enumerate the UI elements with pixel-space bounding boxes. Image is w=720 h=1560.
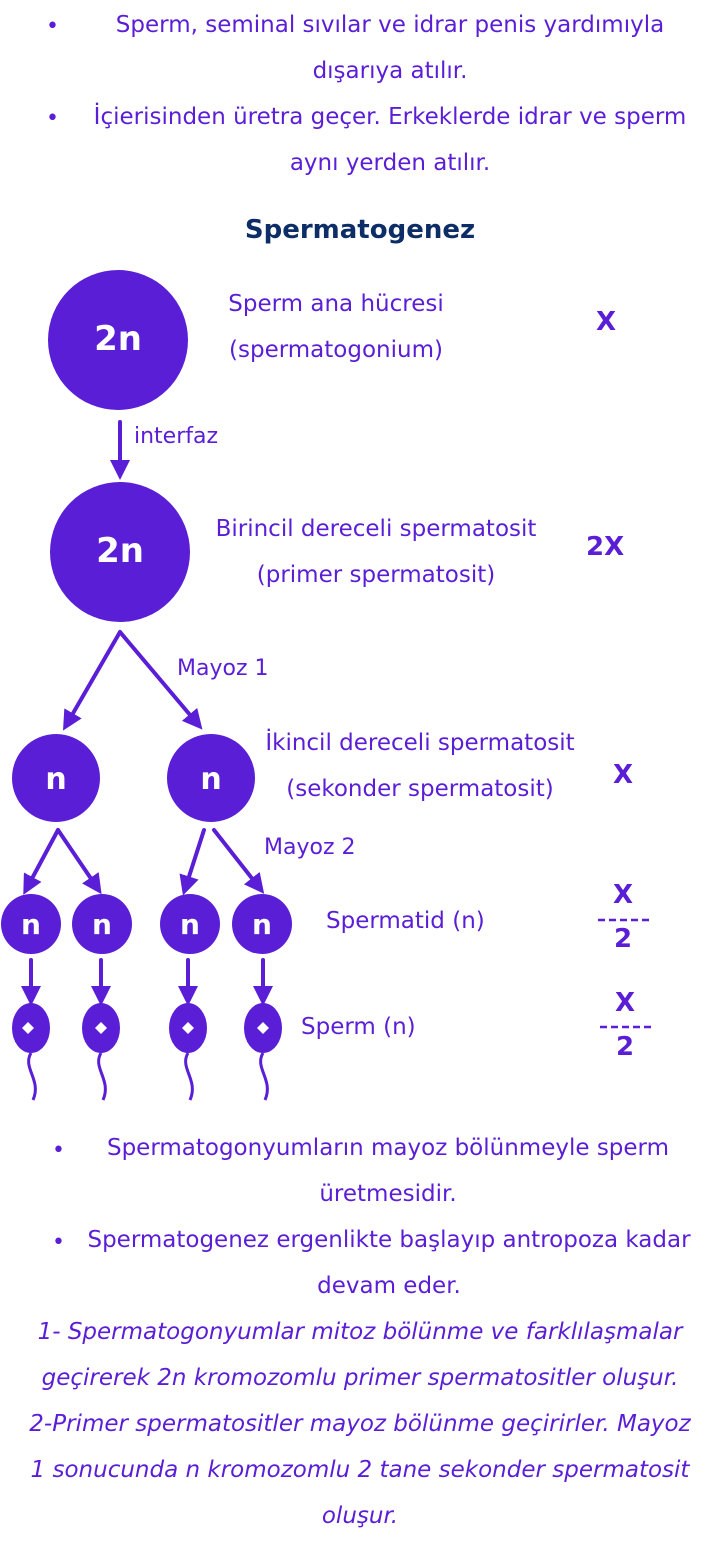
bullet-text-2: İçierisinden üretra geçer. Erkeklerde id… <box>70 94 710 186</box>
stage-alt-name: (spermatogonium) <box>229 337 443 363</box>
meiosis2-label: Mayoz 2 <box>264 835 356 860</box>
meiosis2-arrow <box>56 828 102 895</box>
stage-label-spermatid: Spermatid (n) <box>326 908 485 934</box>
sperm-cell <box>244 1003 282 1101</box>
ploidy-label: n <box>92 908 112 941</box>
stage-label-sperm: Sperm (n) <box>301 1014 416 1040</box>
meiosis2-arrow <box>23 828 60 895</box>
bullet-3-line1: Spermatogonyumların mayoz bölünmeyle spe… <box>106 1135 670 1161</box>
spermatogonium-cell <box>48 270 188 410</box>
dna-fraction-denominator: 2 <box>614 924 633 954</box>
dna-fraction-denominator: 2 <box>616 1032 635 1062</box>
meiosis2-arrow <box>212 828 265 894</box>
ploidy-label: n <box>21 908 41 941</box>
bullet-1-line2: dışarıya atılır. <box>312 58 468 84</box>
meiosis1-label: Mayoz 1 <box>177 656 269 681</box>
stage-label-spermatogonium: Sperm ana hücresi (spermatogonium) <box>200 281 472 373</box>
note-line: 1- Spermatogonyumlar mitoz bölünme ve fa… <box>37 1319 683 1345</box>
bullet-dot: • <box>52 1138 65 1163</box>
sperm-cell <box>12 1003 50 1101</box>
meiosis2-arrow <box>179 828 206 896</box>
ploidy-label: 2n <box>94 319 142 359</box>
note-line: 1 sonucunda n kromozomlu 2 tane sekonder… <box>30 1457 690 1483</box>
stage-label-primary: Birincil dereceli spermatosit (primer sp… <box>200 506 552 598</box>
bullet-text-4: Spermatogenez ergenlikte başlayıp antrop… <box>66 1217 712 1309</box>
ploidy-label: 2n <box>96 531 144 571</box>
sperm-cell <box>82 1003 120 1101</box>
bullet-3-line2: üretmesidir. <box>319 1181 457 1207</box>
bullet-dot: • <box>52 1230 65 1255</box>
ploidy-label: n <box>45 762 66 797</box>
ploidy-label: n <box>252 908 272 941</box>
note-line: 2-Primer spermatositler mayoz bölünme ge… <box>29 1411 691 1437</box>
bullet-2-line1: İçierisinden üretra geçer. Erkeklerde id… <box>93 104 687 130</box>
primary-spermatocyte-cell <box>50 482 190 622</box>
bullet-4-line2: devam eder. <box>317 1273 461 1299</box>
stage-label-secondary: İkincil dereceli spermatosit (sekonder s… <box>250 720 590 812</box>
dna-fraction-numerator: X <box>615 988 636 1018</box>
secondary-spermatocyte-cell <box>12 734 100 822</box>
page-title: Spermatogenez <box>244 215 476 245</box>
dna-amount: X <box>613 760 634 790</box>
bullet-4-line1: Spermatogenez ergenlikte başlayıp antrop… <box>87 1227 691 1253</box>
sperm-cell <box>169 1003 207 1101</box>
spermatid-cell <box>160 894 220 954</box>
note-line: geçirerek 2n kromozomlu primer spermatos… <box>41 1365 679 1391</box>
dna-amount: 2X <box>586 532 625 562</box>
note-line: oluşur. <box>321 1503 399 1529</box>
stage-name: Birincil dereceli spermatosit <box>215 516 537 542</box>
notes: 1- Spermatogonyumlar mitoz bölünme ve fa… <box>0 1309 720 1539</box>
dna-fraction-numerator: X <box>613 880 634 910</box>
ploidy-label: n <box>200 762 221 797</box>
spermatid-cell <box>72 894 132 954</box>
bullet-2-line2: aynı yerden atılır. <box>289 150 491 176</box>
meiosis1-arrow-right <box>118 630 203 730</box>
bullet-text-1: Sperm, seminal sıvılar ve idrar penis ya… <box>95 2 685 94</box>
bullet-dot: • <box>46 14 59 39</box>
interphase-label: interfaz <box>134 424 219 449</box>
ploidy-label: n <box>180 908 200 941</box>
bullet-1-line1: Sperm, seminal sıvılar ve idrar penis ya… <box>115 12 665 38</box>
meiosis1-arrow-left <box>62 630 122 731</box>
spermatid-cell <box>232 894 292 954</box>
bullet-dot: • <box>46 106 59 131</box>
stage-name: İkincil dereceli spermatosit <box>265 730 575 756</box>
stage-alt-name: (sekonder spermatosit) <box>286 776 554 802</box>
spermatid-cell <box>1 894 61 954</box>
dna-amount: X <box>596 307 617 337</box>
stage-alt-name: (primer spermatosit) <box>256 562 496 588</box>
bullet-text-3: Spermatogonyumların mayoz bölünmeyle spe… <box>80 1125 696 1217</box>
stage-name: Sperm ana hücresi <box>228 291 444 317</box>
secondary-spermatocyte-cell <box>167 734 255 822</box>
